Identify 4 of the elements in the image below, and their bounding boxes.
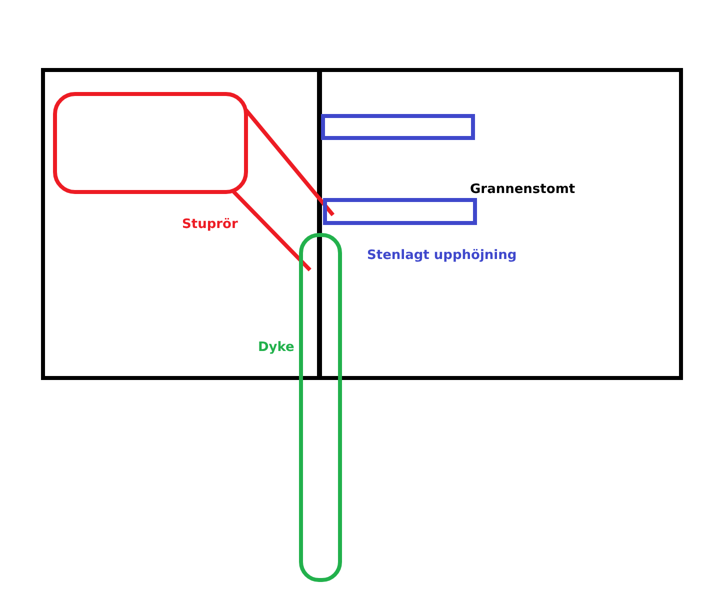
downpipe-label: Stuprör xyxy=(182,217,238,233)
ditch-label: Dyke xyxy=(258,340,294,356)
paved-area-label: Stenlagt upphöjning xyxy=(367,248,517,264)
neighbour-lot-label: Grannenstomt xyxy=(470,182,576,198)
